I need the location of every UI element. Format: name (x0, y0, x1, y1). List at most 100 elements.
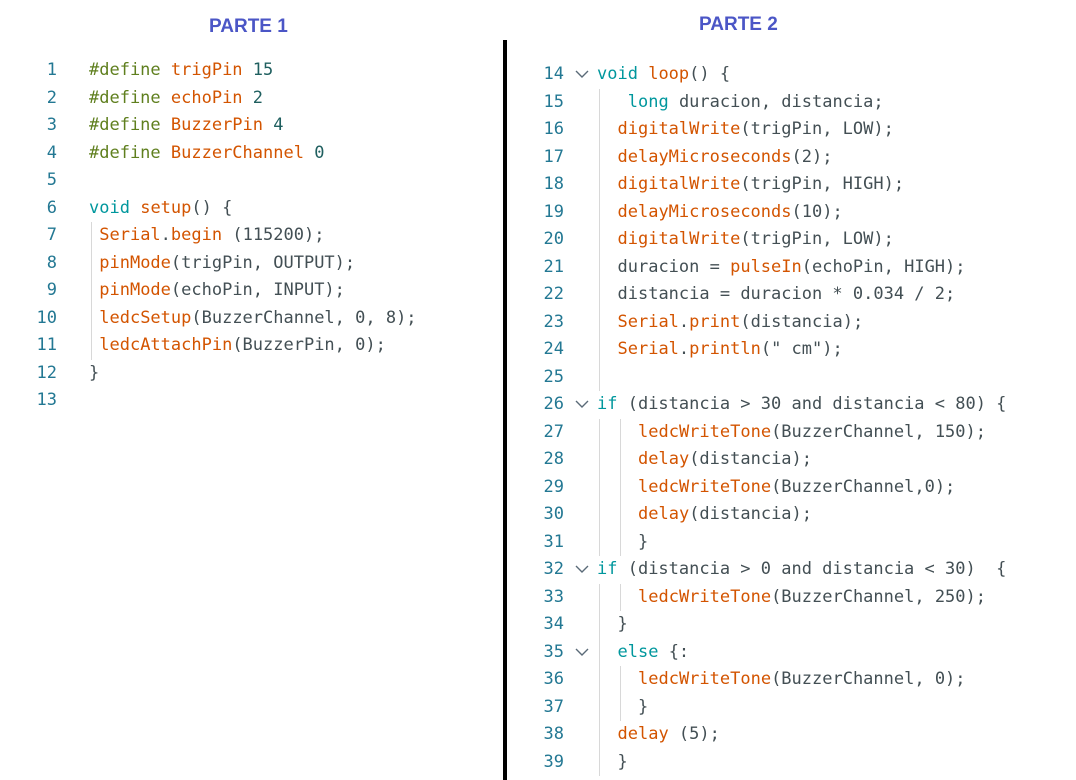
code-token: ledcWriteTone (638, 421, 772, 442)
code-text: ledcSetup(BuzzerChannel, 0, 8); (99, 305, 416, 333)
indent-guide (599, 528, 600, 556)
indent-guide (599, 501, 600, 529)
chevron-down-icon[interactable] (571, 639, 593, 676)
code-token: (5); (668, 724, 720, 744)
code-token: } (617, 614, 628, 634)
code-line[interactable]: 13 (0, 387, 490, 415)
code-line[interactable]: 39} (510, 748, 1070, 776)
code-token: setup (140, 197, 192, 218)
code-token: #define (89, 87, 171, 108)
code-token: ledcWriteTone (638, 476, 772, 497)
code-token: (BuzzerChannel,0); (771, 476, 956, 497)
code-text: void loop() { (597, 61, 730, 89)
code-text: #define echoPin 2 (89, 85, 263, 113)
indent-guide (619, 446, 621, 474)
code-token: digitalWrite (617, 174, 741, 194)
code-line[interactable]: 37} (510, 693, 1070, 721)
code-token: (distancia); (740, 311, 864, 332)
code-line[interactable]: 3#define BuzzerPin 4 (0, 112, 490, 140)
indent-guide (599, 336, 600, 364)
code-token: pinMode (99, 280, 171, 300)
code-line[interactable]: 36 ledcWriteTone(BuzzerChannel, 0); (510, 666, 1070, 694)
code-token: delayMicroseconds (617, 201, 792, 222)
indent-guide (619, 528, 621, 556)
chevron-down-icon[interactable] (571, 556, 593, 593)
code-text: Serial.println(" cm"); (618, 336, 843, 364)
code-token: ledcWriteTone (638, 669, 772, 689)
line-number: 8 (46, 252, 57, 273)
indent-guide (619, 418, 621, 446)
line-number: 36 (543, 669, 564, 689)
code-line[interactable]: 31} (510, 528, 1070, 556)
code-text: digitalWrite(trigPin, LOW); (618, 116, 894, 144)
code-line[interactable]: 34} (510, 611, 1070, 639)
line-number: 5 (46, 170, 57, 190)
code-text: delay (5); (618, 721, 720, 749)
code-text: Serial.begin (115200); (99, 222, 324, 250)
code-token (638, 64, 648, 84)
code-token: (BuzzerChannel, 250); (771, 586, 986, 607)
line-number: 27 (543, 421, 564, 442)
code-token: duracion = (617, 256, 731, 277)
line-number: 21 (543, 256, 564, 277)
indent-guide (599, 638, 600, 666)
line-number: 9 (46, 280, 57, 300)
code-token: digitalWrite (617, 119, 741, 139)
code-line[interactable]: 5 (0, 167, 490, 195)
indent-guide (91, 249, 92, 277)
code-token: (distancia > 0 and distancia < 30) { (617, 559, 1007, 579)
code-line[interactable]: 25 (510, 363, 1070, 391)
code-text: ledcWriteTone(BuzzerChannel,0); (638, 474, 955, 502)
indent-guide (91, 304, 92, 332)
code-line[interactable]: 1#define trigPin 15 (0, 57, 490, 85)
code-token: digitalWrite (617, 229, 741, 249)
code-text: #define BuzzerPin 4 (89, 112, 284, 140)
indent-guide (91, 332, 92, 360)
code-text: ledcWriteTone(BuzzerChannel, 0); (638, 666, 966, 694)
indent-guide (599, 281, 600, 309)
part2-title: PARTE 2 (699, 14, 778, 35)
line-number: 17 (543, 146, 564, 167)
code-text: #define BuzzerChannel 0 (89, 140, 324, 168)
code-token: (distancia); (689, 449, 813, 469)
chevron-down-icon[interactable] (571, 391, 593, 428)
indent-guide (619, 693, 621, 721)
line-number: 30 (543, 504, 564, 524)
code-token: pulseIn (730, 256, 802, 277)
indent-guide (599, 198, 600, 226)
code-line[interactable]: 12} (0, 360, 490, 388)
code-text: digitalWrite(trigPin, HIGH); (618, 171, 905, 199)
chevron-down-icon[interactable] (571, 61, 593, 98)
code-line[interactable]: 2#define echoPin 2 (0, 85, 490, 113)
code-text: long duracion, distancia; (628, 89, 884, 117)
code-line[interactable]: 4#define BuzzerChannel 0 (0, 140, 490, 168)
